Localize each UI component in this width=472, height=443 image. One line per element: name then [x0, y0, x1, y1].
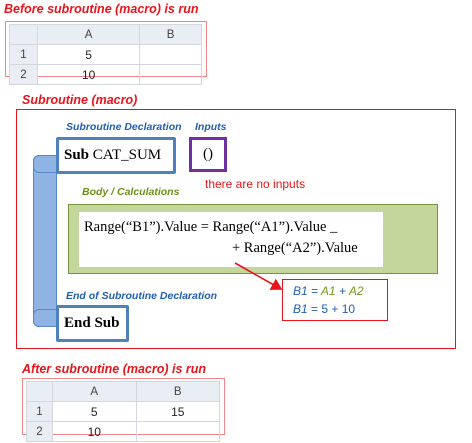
- row-header-2[interactable]: 2: [26, 421, 53, 442]
- sub-keyword: Sub: [64, 147, 90, 163]
- end-sub-keyword: End Sub: [64, 315, 120, 331]
- cell-b1[interactable]: 15: [135, 401, 220, 422]
- inputs-box: (): [189, 137, 227, 172]
- after-sheet: A B 1 5 15 2 10: [26, 381, 220, 442]
- code-line-2: + Range(“A2”).Value: [232, 240, 358, 256]
- sub-declaration: Sub CAT_SUM: [59, 140, 173, 171]
- no-inputs-note: there are no inputs: [205, 177, 306, 191]
- column-header-a[interactable]: A: [52, 381, 137, 402]
- eq1-lhs: B1: [293, 284, 308, 298]
- code-line-1: Range(“B1”).Value = Range(“A1”).Value _: [84, 219, 338, 235]
- end-sub-box: End Sub: [56, 305, 129, 342]
- inputs-label: Inputs: [195, 121, 227, 133]
- eq1-equals: =: [307, 284, 321, 298]
- row-header-2[interactable]: 2: [9, 64, 38, 85]
- row-header-1[interactable]: 1: [26, 401, 53, 422]
- cell-a1[interactable]: 5: [52, 401, 137, 422]
- end-label: End of Subroutine Declaration: [66, 290, 218, 302]
- cell-a2[interactable]: 10: [52, 421, 137, 442]
- before-sheet: A B 1 5 2 10: [9, 24, 202, 85]
- eq1-plus: +: [335, 284, 349, 298]
- inputs-parens: (): [192, 140, 224, 169]
- block-bracket: [33, 155, 57, 327]
- equation-box: B1 = A1 + A2 B1 = 5 + 10: [282, 279, 388, 321]
- column-header-a[interactable]: A: [36, 24, 141, 45]
- subroutine-frame: [16, 109, 456, 349]
- eq1-a2: A2: [348, 284, 364, 298]
- equation-line-2: B1 = 5 + 10: [293, 302, 355, 316]
- subroutine-title: Subroutine (macro): [22, 93, 138, 107]
- body-label: Body / Calculations: [82, 186, 180, 198]
- equation-line-1: B1 = A1 + A2: [293, 284, 364, 298]
- after-title: After subroutine (macro) is run: [22, 362, 207, 376]
- sub-name: CAT_SUM: [92, 147, 162, 163]
- declaration-label: Subroutine Declaration: [66, 121, 182, 133]
- corner-cell: [26, 381, 53, 402]
- eq2-rest: = 5 + 10: [307, 302, 356, 316]
- end-sub: End Sub: [59, 308, 126, 339]
- eq1-a1: A1: [320, 284, 336, 298]
- column-header-b[interactable]: B: [135, 381, 220, 402]
- cell-a2[interactable]: 10: [36, 64, 141, 85]
- eq2-lhs: B1: [293, 302, 308, 316]
- before-title: Before subroutine (macro) is run: [4, 2, 199, 16]
- sub-declaration-box: Sub CAT_SUM: [56, 137, 176, 174]
- cell-b2[interactable]: [139, 64, 202, 85]
- body-code: Range(“B1”).Value = Range(“A1”).Value _ …: [79, 212, 383, 267]
- cell-b2[interactable]: [135, 421, 220, 442]
